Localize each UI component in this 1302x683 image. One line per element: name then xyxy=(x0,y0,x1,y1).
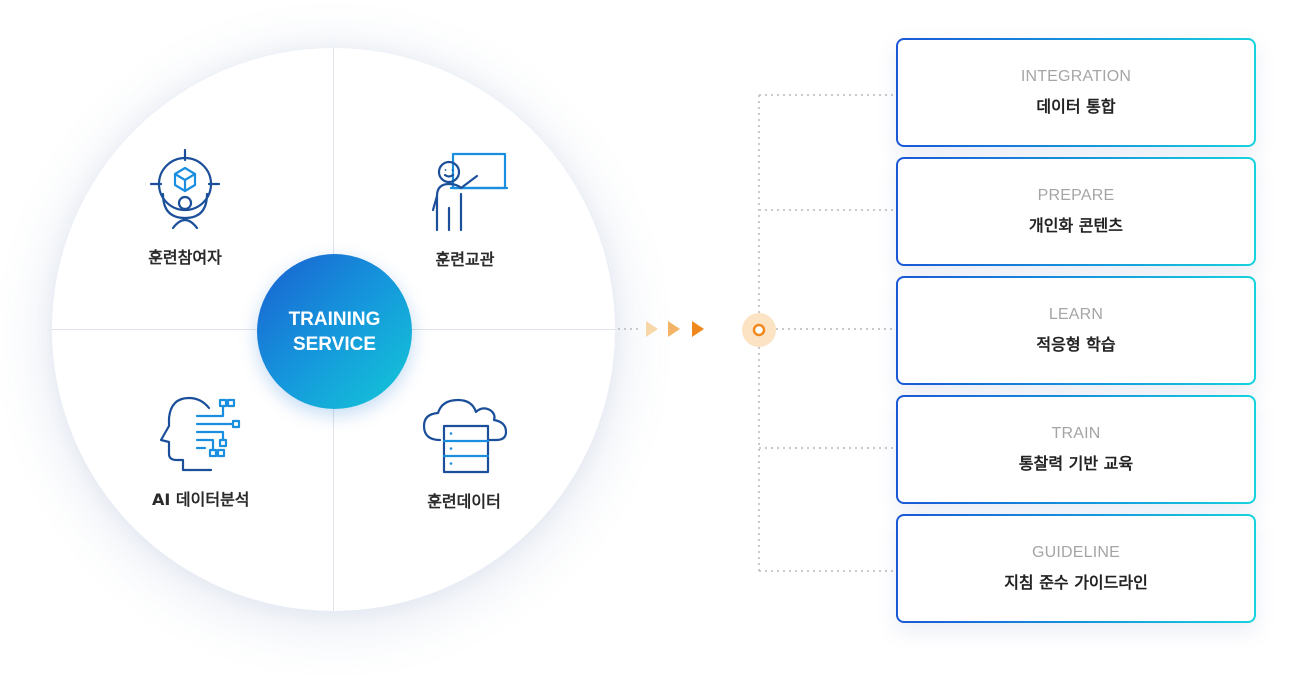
center-title-line2: SERVICE xyxy=(292,333,377,355)
step-ko-label: 개인화 콘텐츠 xyxy=(1029,216,1123,235)
hub-node-halo xyxy=(742,313,776,347)
center-title-line1: TRAINING xyxy=(288,308,381,330)
step-en-label: GUIDELINE xyxy=(1031,544,1121,561)
step-en-label: LEARN xyxy=(1048,306,1104,323)
quadrant-instructor: 훈련교관 xyxy=(421,152,509,270)
arrow-icon-3 xyxy=(692,321,704,337)
step-card-prepare: PREPARE 개인화 콘텐츠 xyxy=(896,157,1256,266)
cloud-server-icon xyxy=(422,398,508,474)
quadrant-label-training-data: 훈련데이터 xyxy=(427,492,501,511)
quadrant-training-data: 훈련데이터 xyxy=(418,396,510,512)
step-card-learn: LEARN 적응형 학습 xyxy=(896,276,1256,385)
arrow-icon-1 xyxy=(646,321,658,337)
step-card-guideline: GUIDELINE 지침 준수 가이드라인 xyxy=(896,514,1256,623)
quadrant-participant: 훈련참여자 xyxy=(147,148,223,268)
ai-head-circuit-icon xyxy=(159,396,240,472)
arrow-icon-2 xyxy=(668,321,680,337)
instructor-board-icon xyxy=(431,152,509,232)
step-en-label: PREPARE xyxy=(1037,187,1115,204)
dotted-connector-lines xyxy=(618,94,896,572)
step-card-train: TRAIN 통찰력 기반 교육 xyxy=(896,395,1256,504)
step-ko-label: 적응형 학습 xyxy=(1036,335,1116,354)
quadrant-label-instructor: 훈련교관 xyxy=(435,250,495,269)
quadrant-ai-analysis: AI 데이터분석 xyxy=(152,396,250,510)
step-ko-label: 지침 준수 가이드라인 xyxy=(1004,573,1148,592)
training-service-badge: TRAINING SERVICE xyxy=(257,254,412,409)
step-ko-label: 통찰력 기반 교육 xyxy=(1018,454,1134,473)
step-card-integration: INTEGRATION 데이터 통합 xyxy=(896,38,1256,147)
quadrant-label-ai-analysis: AI 데이터분석 xyxy=(152,490,250,509)
step-en-label: TRAIN xyxy=(1051,425,1101,442)
participant-target-icon xyxy=(149,148,221,230)
quadrant-label-participant: 훈련참여자 xyxy=(148,248,222,267)
step-en-label: INTEGRATION xyxy=(1020,68,1132,85)
hub-node-icon xyxy=(752,323,766,337)
step-ko-label: 데이터 통합 xyxy=(1036,97,1116,116)
